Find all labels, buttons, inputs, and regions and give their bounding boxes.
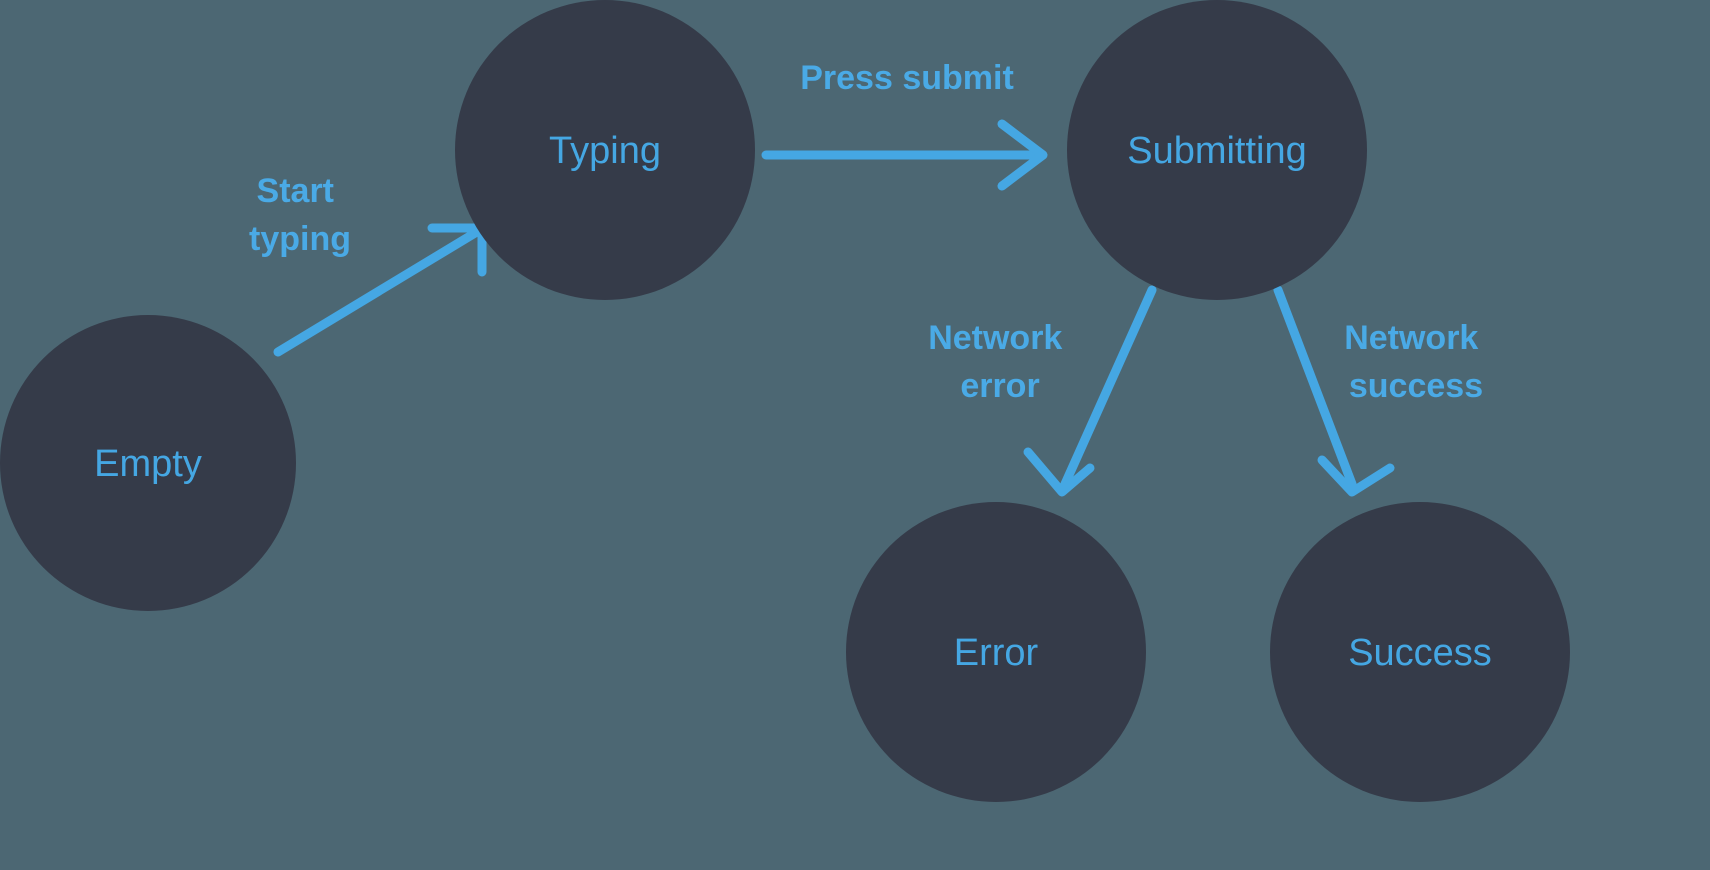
state-node-submitting[interactable]: Submitting: [1067, 0, 1367, 300]
node-circle-success[interactable]: [1270, 502, 1570, 802]
node-label-typing: Typing: [549, 130, 661, 172]
state-node-empty[interactable]: Empty: [0, 315, 296, 611]
edge-line-network-error: [1060, 285, 1157, 489]
node-label-error: Error: [954, 632, 1039, 674]
arrowhead-press-submit: [997, 119, 1048, 191]
nodes-layer: Empty Typing Submitting Error Success: [0, 0, 1570, 802]
state-node-error[interactable]: Error: [846, 502, 1146, 802]
edge-press-submit[interactable]: Press submit: [761, 59, 1048, 191]
node-circle-typing[interactable]: [455, 0, 755, 300]
edge-label-line: typing: [249, 220, 351, 258]
edge-label-line: Start: [257, 172, 334, 210]
edge-start-typing[interactable]: Start typing: [249, 172, 487, 357]
edge-label-line: Press submit: [800, 59, 1014, 97]
edge-network-error[interactable]: Network error: [928, 285, 1157, 497]
state-node-typing[interactable]: Typing: [455, 0, 755, 300]
node-circle-error[interactable]: [846, 502, 1146, 802]
edge-label-line: error: [960, 367, 1039, 405]
edge-label-press-submit: Press submit: [800, 59, 1014, 97]
arrowhead-network-success: [1317, 455, 1395, 497]
node-label-submitting: Submitting: [1127, 130, 1307, 172]
edge-line-start-typing: [273, 225, 485, 357]
edge-label-network-success: Network success: [1344, 319, 1488, 405]
state-node-success[interactable]: Success: [1270, 502, 1570, 802]
edge-line-network-success: [1273, 285, 1357, 489]
edges-layer: Start typing Press submit Network error: [249, 59, 1488, 497]
node-circle-empty[interactable]: [0, 315, 296, 611]
node-circle-submitting[interactable]: [1067, 0, 1367, 300]
edge-network-success[interactable]: Network success: [1273, 285, 1488, 497]
edge-label-start-typing: Start typing: [249, 172, 351, 258]
edge-label-network-error: Network error: [928, 319, 1072, 405]
edge-label-line: Network: [928, 319, 1062, 357]
edge-label-line: success: [1349, 367, 1483, 405]
edge-label-line: Network: [1344, 319, 1478, 357]
node-label-success: Success: [1348, 632, 1492, 674]
arrowhead-network-error: [1023, 447, 1095, 497]
node-label-empty: Empty: [94, 443, 202, 485]
